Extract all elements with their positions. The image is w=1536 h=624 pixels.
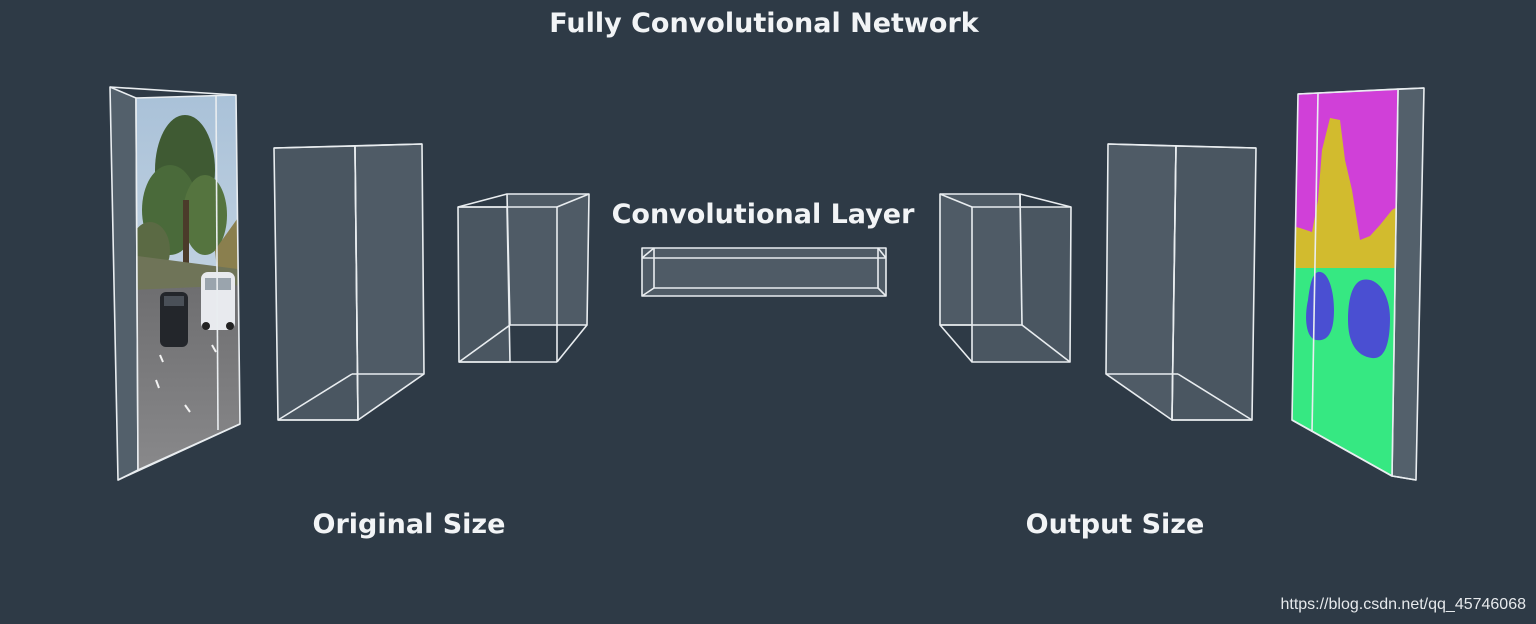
segmentation-map	[1292, 89, 1398, 476]
watermark-text: https://blog.csdn.net/qq_45746068	[1280, 596, 1526, 613]
output-size-label: Output Size	[1025, 509, 1205, 540]
encoder-block-1	[273, 143, 425, 421]
encoder-block-2	[457, 193, 590, 363]
convolutional-layer-block	[641, 247, 887, 297]
decoder-block-2	[1105, 143, 1257, 421]
output-segmentation-layer	[1291, 87, 1425, 481]
road-scene-photo	[136, 95, 240, 470]
diagram-title: Fully Convolutional Network	[549, 8, 979, 39]
input-image-layer	[109, 86, 241, 481]
original-size-label: Original Size	[312, 509, 506, 540]
decoder-block-1	[939, 193, 1072, 363]
convolutional-layer-label: Convolutional Layer	[611, 199, 915, 230]
